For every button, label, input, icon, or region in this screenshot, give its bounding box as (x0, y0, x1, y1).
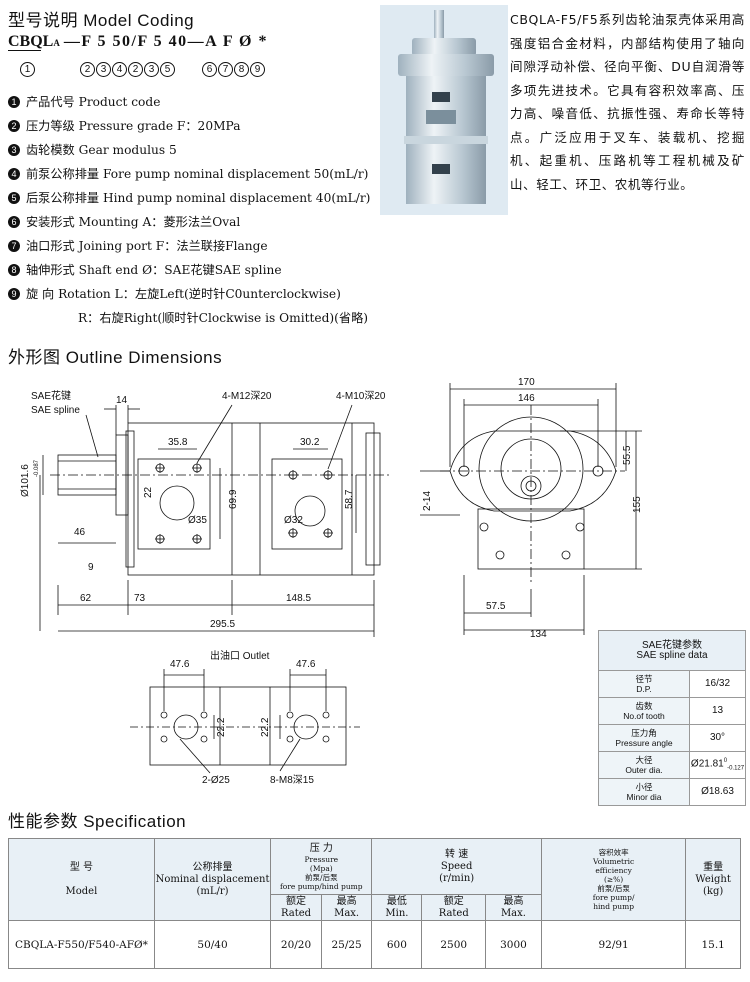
label-d9: 9 (88, 562, 94, 573)
label-d358: 35.8 (168, 437, 188, 448)
label-d222b: 22.2 (260, 717, 271, 737)
cell-model: CBQLA-F550/F540-AFØ* (8, 920, 155, 969)
outline-title: 外形图 Outline Dimensions (8, 348, 223, 367)
product-description: CBQLA-F5/F5系列齿轮油泵壳体采用高强度铝合金材料，内部结构使用了轴向间… (510, 12, 745, 192)
spec-table: 型 号 Model 公称排量 Nominal displacement (mL/… (8, 838, 741, 969)
pump-body (127, 422, 375, 576)
spec-title: 性能参数 Specification (8, 812, 187, 831)
cell-smax: 3000 (485, 920, 542, 969)
label-d222a: 22.2 (216, 717, 227, 737)
label-d575: 57.5 (486, 601, 506, 612)
code-rest: —F 5 50/F 5 40—A F Ø * (63, 33, 268, 50)
cell-weight: 15.1 (685, 920, 741, 969)
model-coding-title: 型号说明 Model Coding (8, 11, 195, 30)
cell-max: 25/25 (320, 920, 373, 969)
label-d134: 134 (530, 629, 547, 640)
label-d699: 69.9 (228, 489, 239, 509)
cell-rated: 20/20 (270, 920, 322, 969)
label-d476a: 47.6 (170, 659, 190, 670)
label-m12: 4-M12深20 (222, 390, 272, 402)
code-underline (8, 33, 41, 51)
outlet-body (149, 686, 347, 766)
table-row: CBQLA-F550/F540-AFØ* 50/40 20/20 25/25 6… (8, 920, 741, 969)
label-phi25: 2-Ø25 (202, 775, 230, 786)
fore-port-plate (137, 458, 211, 550)
hind-port-plate (271, 458, 343, 550)
col-model: 型 号 Model (8, 838, 155, 921)
code-sub: A (53, 38, 60, 48)
label-d14: 14 (116, 395, 128, 406)
pump-photo (398, 10, 494, 204)
code-prefix: CBQL (8, 33, 54, 50)
coding-item-r: R：右旋Right(顺时针Clockwise is Omitted)(省略) (78, 311, 369, 325)
cell-srated: 2500 (421, 920, 487, 969)
sae-table-header: SAE花键参数 SAE spline data (598, 630, 746, 671)
front-view-drawing: 170 146 55.5 155 2-14 57.5 134 (420, 377, 643, 640)
label-d170: 170 (518, 377, 535, 388)
side-view-drawing: SAE花键 SAE spline 14 4-M12深20 4-M10深20 35… (20, 389, 390, 637)
label-d1485: 148.5 (286, 593, 311, 604)
col-speed: 转 速 Speed (r/min) (371, 838, 542, 895)
col-displacement: 公称排量 Nominal displacement (mL/r) (153, 838, 272, 921)
label-tol1016: -0.087 (34, 459, 40, 477)
cell-disp: 50/40 (153, 920, 272, 969)
label-d155: 155 (632, 496, 643, 513)
label-d302: 30.2 (300, 437, 320, 448)
label-d214: 2-14 (422, 491, 433, 511)
outlet-drawing: 出油口 Outlet 47.6 47.6 22.2 22.2 2-Ø25 8-M… (130, 649, 360, 786)
model-code: CBQLA —F 5 50/F 5 40—A F Ø * (8, 33, 268, 51)
label-sae-en: SAE spline (31, 405, 80, 416)
fore-port (159, 485, 195, 521)
label-m10: 4-M10深20 (336, 390, 386, 402)
col-weight: 重量 Weight (kg) (685, 838, 741, 921)
label-d146: 146 (518, 393, 535, 404)
label-d62: 62 (80, 593, 92, 604)
col-pressure: 压 力 Pressure (Mpa) 前泵/后泵 fore pump/hind … (270, 838, 373, 895)
label-d587: 58.7 (344, 489, 355, 509)
label-d476b: 47.6 (296, 659, 316, 670)
label-phi1016: Ø101.6 (20, 464, 31, 497)
cell-vol: 92/91 (540, 920, 687, 969)
label-sae-cn: SAE花键 (31, 389, 71, 402)
label-phi35: Ø35 (188, 515, 207, 526)
hind-port (294, 495, 326, 527)
label-outlet: 出油口 Outlet (210, 649, 270, 662)
label-d555: 55.5 (622, 445, 633, 465)
col-volumetric: 容积效率 Volumetric efficiency (≥%) 前泵/后泵 fo… (540, 838, 687, 921)
label-m8: 8-M8深15 (270, 774, 314, 786)
label-d46: 46 (74, 527, 86, 538)
code-number-1: 1 (20, 57, 36, 77)
label-d73: 73 (134, 593, 146, 604)
label-d22: 22 (143, 486, 154, 498)
label-d2955: 295.5 (210, 619, 235, 630)
cell-min: 600 (371, 920, 423, 969)
label-phi32: Ø32 (284, 515, 303, 526)
